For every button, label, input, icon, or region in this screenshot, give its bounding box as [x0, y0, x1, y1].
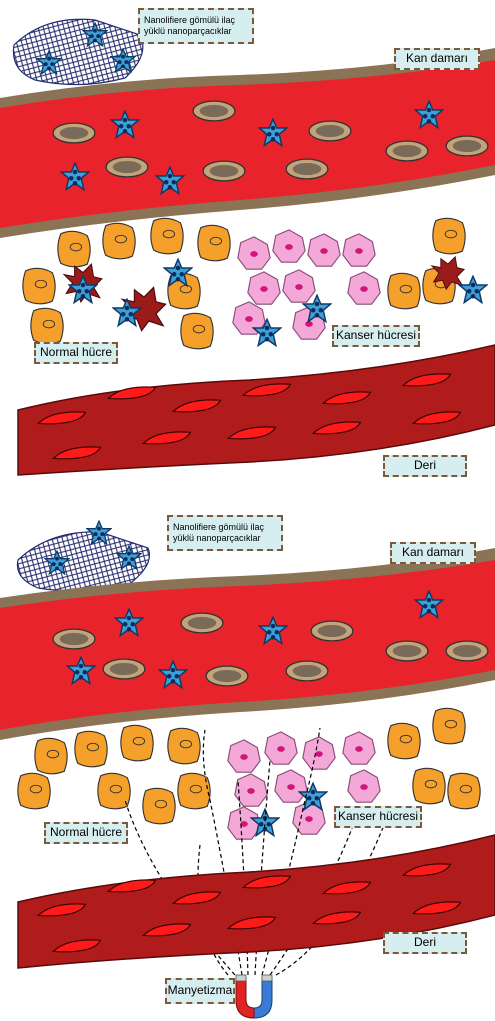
- red-blood-cell: [286, 159, 328, 179]
- red-blood-cell: [309, 121, 351, 141]
- magnet-icon: [236, 975, 272, 1018]
- magnet-label: Manyetizma: [165, 978, 235, 1004]
- nanofiber-label: Nanolifiere gömülü ilaç yüklü nanoparçac…: [138, 8, 254, 44]
- red-blood-cell: [53, 629, 95, 649]
- red-blood-cell: [206, 666, 248, 686]
- red-blood-cell: [446, 136, 488, 156]
- nanofiber-label: Nanolifiere gömülü ilaç yüklü nanoparçac…: [167, 515, 283, 551]
- red-blood-cell: [193, 101, 235, 121]
- blood-vessel-label: Kan damarı: [394, 48, 480, 70]
- red-blood-cell: [53, 123, 95, 143]
- red-blood-cell: [286, 661, 328, 681]
- panel-top: [0, 19, 495, 475]
- cancer-cell-label: Kanser hücresi: [332, 325, 420, 347]
- red-blood-cell: [203, 161, 245, 181]
- red-blood-cell: [106, 157, 148, 177]
- red-blood-cell: [446, 641, 488, 661]
- skin-label: Deri: [383, 455, 467, 477]
- red-blood-cell: [386, 141, 428, 161]
- cancer-cell-label: Kanser hücresi: [334, 806, 422, 828]
- red-blood-cell: [311, 621, 353, 641]
- red-blood-cell: [181, 613, 223, 633]
- normal-cell-label: Normal hücre: [34, 342, 118, 364]
- red-blood-cell: [386, 641, 428, 661]
- red-blood-cell: [103, 659, 145, 679]
- nanoparticle-icon: [459, 276, 487, 302]
- skin-label: Deri: [383, 932, 467, 954]
- blood-vessel-label: Kan damarı: [390, 542, 476, 564]
- normal-cell-label: Normal hücre: [44, 822, 128, 844]
